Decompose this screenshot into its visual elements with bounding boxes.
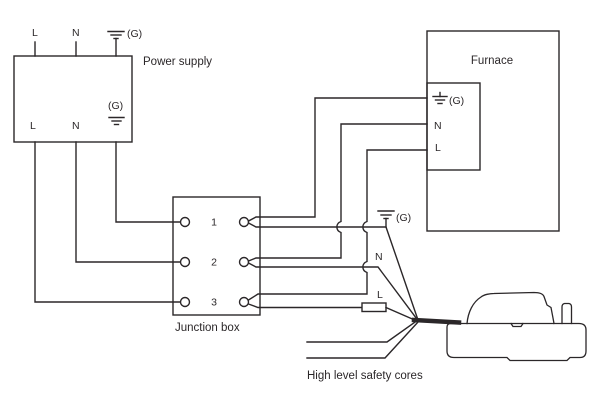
terminal-2-right: [238, 256, 250, 268]
furnace-terminal-line: L: [435, 142, 441, 154]
terminal-2-left: [179, 256, 191, 268]
terminal-label-neutral-top: N: [72, 27, 80, 39]
pump-nozzle: [561, 302, 573, 325]
terminal-label-neutral-inner: N: [72, 120, 80, 132]
safety-cores-label: High level safety cores: [307, 370, 423, 382]
wire-ground-supply-to-junction: [115, 141, 182, 223]
terminal-label-line-top: L: [32, 27, 38, 39]
terminal-3-right: [238, 296, 250, 308]
terminal-label-ground-inner: (G): [108, 100, 123, 112]
wire-ground-junction-to-furnace: [247, 97, 428, 222]
earth-ground-icon: [107, 30, 125, 57]
earth-ground-icon: [377, 210, 395, 228]
wire-line-junction-to-furnace: [247, 149, 428, 301]
pump-cable: [411, 317, 462, 325]
wire-line-junction-to-fuse: [247, 303, 363, 309]
junction-box-label: Junction box: [175, 322, 240, 334]
terminal-1-right: [238, 216, 250, 228]
furnace-terminal-ground: (G): [449, 95, 464, 107]
junction-box: [172, 196, 261, 316]
terminal-label-line-inner: L: [30, 120, 36, 132]
pump-feed-neutral-label: N: [375, 251, 383, 263]
wire-safety-core-2: [306, 321, 419, 359]
furnace-label: Furnace: [471, 55, 513, 67]
pump-dome: [466, 291, 555, 325]
wire-neutral-junction-to-pump: [247, 262, 419, 322]
power-supply-box: [13, 55, 133, 143]
terminal-1-left: [179, 216, 191, 228]
pump-feed-ground-label: (G): [396, 212, 411, 224]
junction-terminal-1: 1: [211, 217, 217, 229]
wire-neutral-supply-to-junction: [75, 141, 182, 263]
power-supply-label: Power supply: [143, 56, 212, 68]
furnace-terminal-neutral: N: [434, 120, 442, 132]
pump-feed-line-label: L: [377, 289, 383, 301]
terminal-label-ground-top: (G): [127, 28, 142, 40]
condensate-pump-illustration: [446, 291, 587, 362]
junction-terminal-3: 3: [211, 297, 217, 309]
furnace-terminal-block: [426, 82, 481, 171]
earth-ground-icon: [432, 91, 448, 105]
fuse-icon: [361, 302, 387, 313]
wire-line-supply-to-junction: [34, 141, 182, 303]
junction-terminal-2: 2: [211, 257, 217, 269]
earth-ground-icon: [108, 116, 125, 126]
wire-neutral-junction-to-furnace: [247, 123, 428, 262]
terminal-3-left: [179, 296, 191, 308]
pump-body: [446, 322, 587, 362]
pump-body-notch: [510, 322, 524, 328]
wire-ground-junction-to-pump: [247, 222, 419, 321]
wire-safety-core-1: [306, 319, 419, 343]
